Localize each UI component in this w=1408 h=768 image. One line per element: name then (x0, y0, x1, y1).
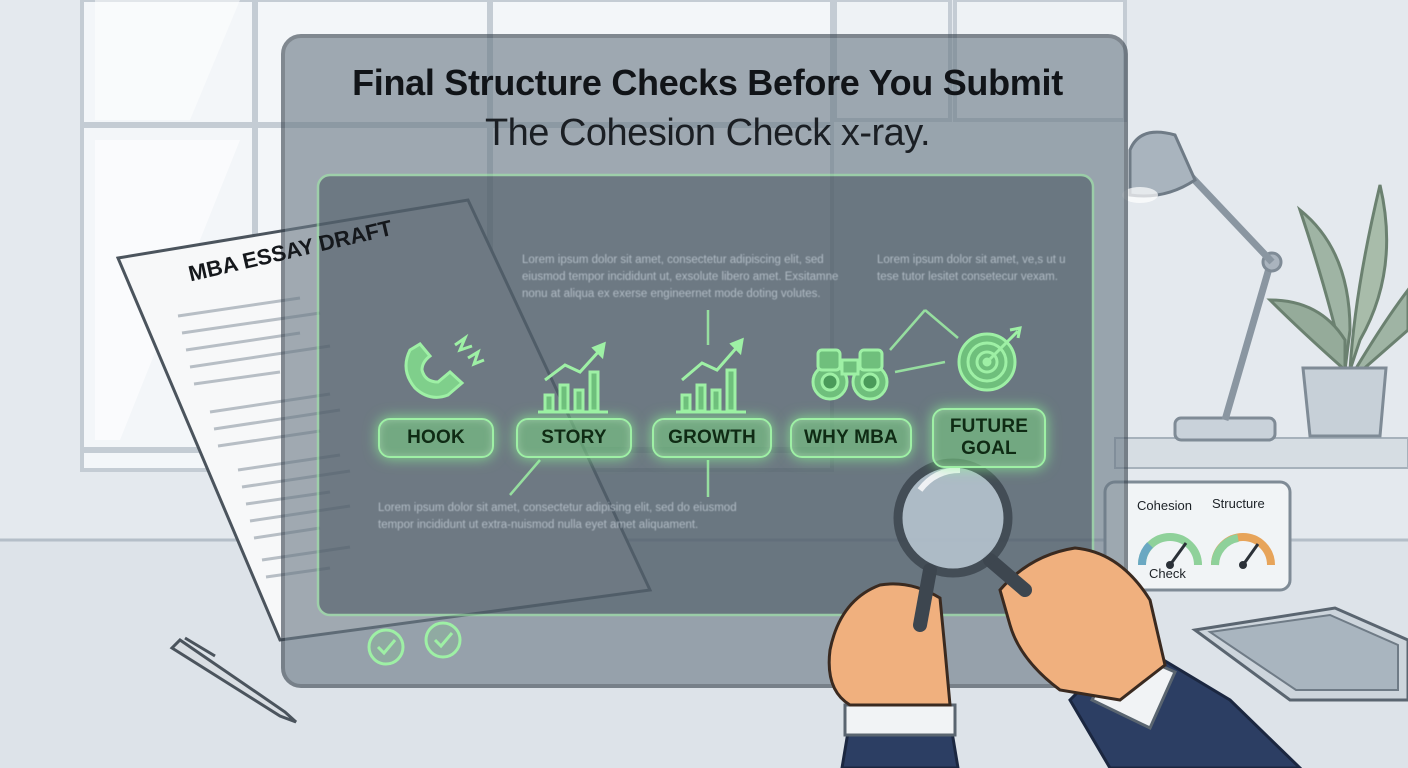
target-icon (957, 326, 1022, 392)
magnet-icon (404, 333, 485, 399)
hands-holding-magnifier (827, 458, 1303, 768)
pen-icon (169, 636, 298, 724)
cohesion-gauge-sublabel: Check (1149, 566, 1186, 581)
check-icon (424, 621, 462, 659)
growth-chart-icon (676, 337, 746, 414)
structure-gauge-label: Structure (1212, 496, 1265, 511)
binoculars-icon (811, 348, 889, 401)
page-title: Final Structure Checks Before You Submit (352, 62, 1063, 103)
step-story: STORY (516, 418, 632, 458)
desk-lamp-icon (1122, 130, 1283, 442)
connector-lines (509, 309, 959, 497)
step-growth: GROWTH (652, 418, 772, 458)
page-subtitle: The Cohesion Check x-ray. (484, 112, 931, 154)
growth-chart-icon (538, 341, 608, 414)
plant-icon (1266, 184, 1408, 438)
step-future-goal: FUTURE GOAL (932, 408, 1046, 468)
gauge-panel (1103, 480, 1292, 592)
step-hook: HOOK (378, 418, 494, 458)
lorem-bottom: Lorem ipsum dolor sit amet, consectetur … (378, 502, 737, 531)
cohesion-gauge-label: Cohesion (1137, 498, 1192, 513)
lorem-top-right: Lorem ipsum dolor sit amet, ve,s ut u te… (877, 254, 1066, 283)
check-icon (367, 628, 405, 666)
step-why-mba: WHY MBA (790, 418, 912, 458)
lorem-top-center: Lorem ipsum dolor sit amet, consectetur … (522, 254, 839, 300)
tablet-icon (1191, 606, 1408, 702)
